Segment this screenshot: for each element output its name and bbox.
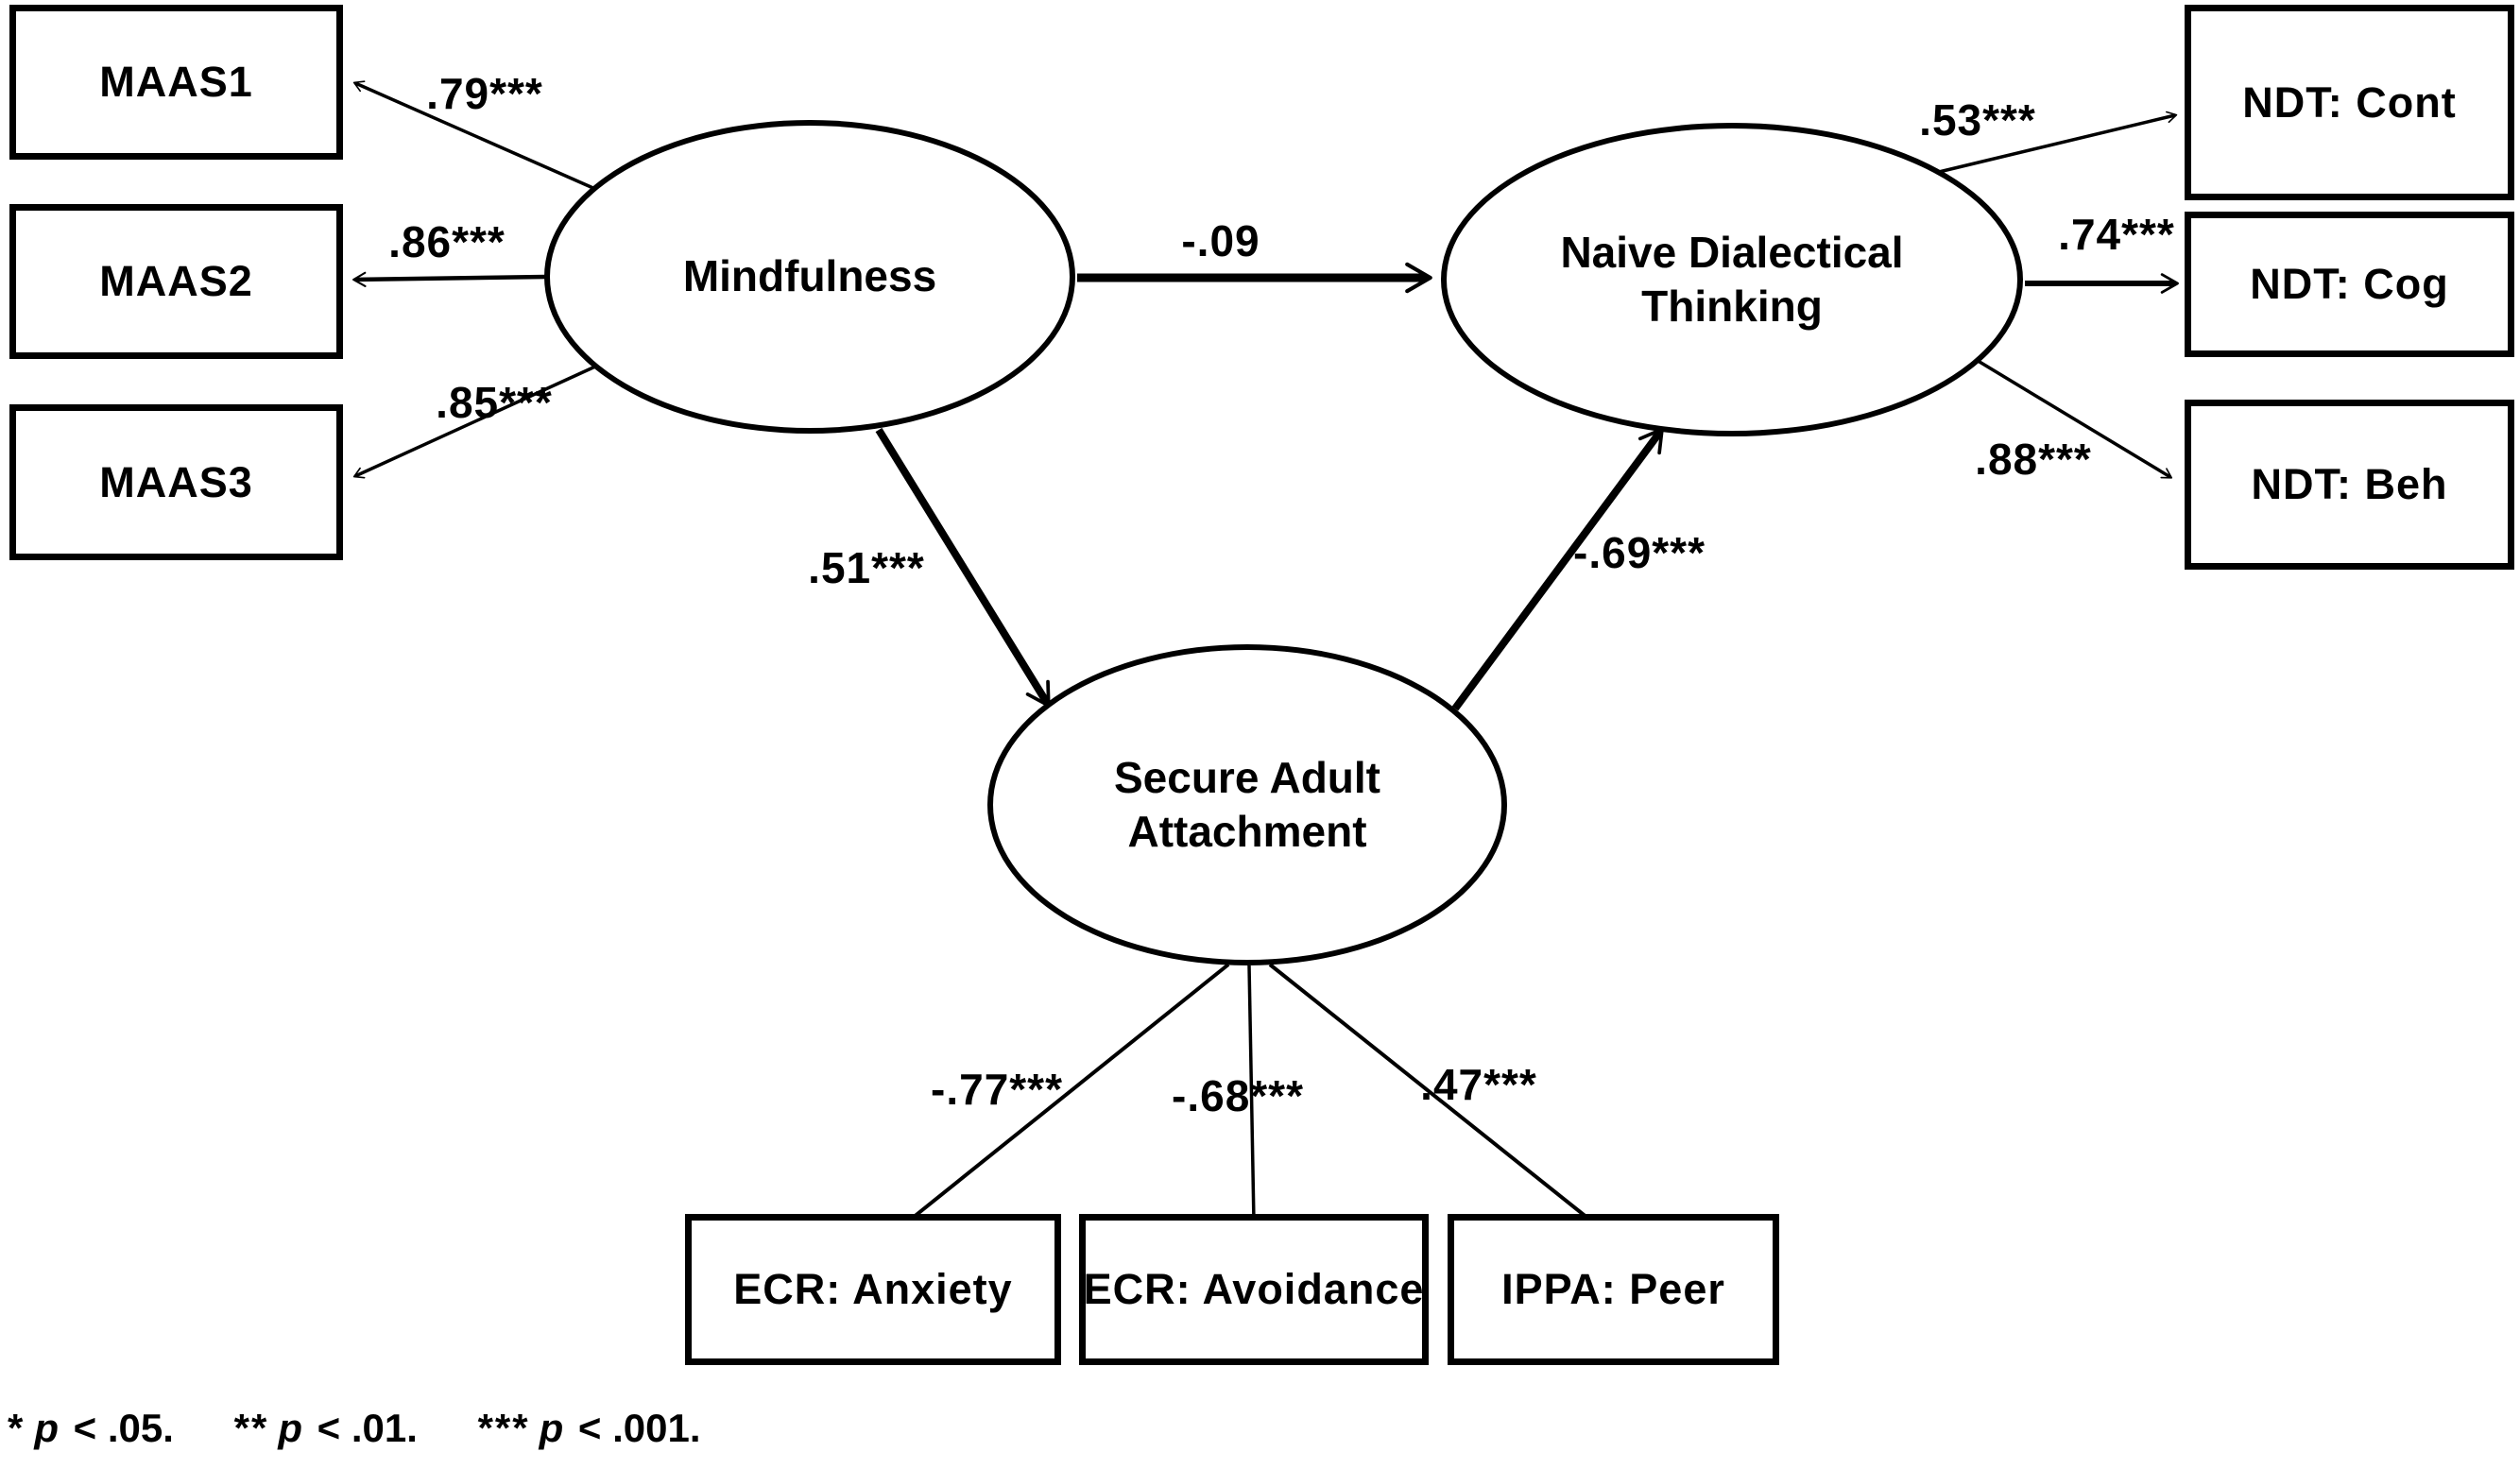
coef-label-ecr-avoidance: -.68*** [1172, 1071, 1304, 1120]
latent-label-line2: Thinking [1641, 282, 1823, 331]
latent-label-line1: Secure Adult [1113, 752, 1381, 802]
indicator-box-ndt-cont: NDT: Cont [2185, 5, 2514, 200]
indicator-label: IPPA: Peer [1501, 1265, 1725, 1313]
indicator-label: ECR: Avoidance [1083, 1265, 1425, 1313]
coef-label-mind-to-ndt: -.09 [1181, 216, 1260, 265]
latent-ellipse-secure-adult-attachment: Secure Adult Attachment [987, 644, 1507, 965]
path-saa-to-ippa-peer [1268, 963, 1600, 1227]
path-mindfulness-to-maas3 [352, 365, 596, 479]
coef-label-maas3: .85*** [436, 378, 553, 427]
path-mindfulness-to-saa [875, 427, 1051, 708]
latent-label: Mindfulness [682, 251, 937, 301]
path-ndt-to-beh [1974, 357, 2173, 479]
path-mindfulness-to-maas1 [352, 80, 596, 191]
latent-ellipse-mindfulness: Mindfulness [544, 120, 1075, 434]
coef-label-ndt-beh: .88*** [1975, 435, 2092, 484]
indicator-box-ndt-cog: NDT: Cog [2185, 212, 2514, 357]
significance-note-p01: **p < .01. [233, 1406, 418, 1450]
coef-label-maas1: .79*** [426, 69, 543, 118]
indicator-box-ecr-anxiety: ECR: Anxiety [685, 1214, 1061, 1365]
latent-ellipse-naive-dialectical-thinking: Naive Dialectical Thinking [1441, 123, 2023, 436]
indicator-label: MAAS1 [99, 58, 253, 106]
path-mindfulness-to-maas2 [352, 271, 547, 287]
path-saa-to-ndt [1451, 427, 1664, 711]
indicator-box-ecr-avoidance: ECR: Avoidance [1079, 1214, 1429, 1365]
indicator-box-ippa-peer: IPPA: Peer [1448, 1214, 1779, 1365]
indicator-label: ECR: Anxiety [733, 1265, 1013, 1313]
coef-label-ndt-cont: .53*** [1919, 95, 2036, 145]
indicator-label: NDT: Cog [2250, 260, 2449, 308]
coef-label-maas2: .86*** [388, 217, 506, 266]
coef-label-ecr-anxiety: -.77*** [931, 1065, 1063, 1114]
indicator-label: MAAS3 [99, 457, 253, 506]
indicator-label: MAAS2 [99, 257, 253, 305]
significance-note: *p < .05. **p < .01. ***p < .001. [8, 1406, 750, 1451]
significance-note-p05: *p < .05. [8, 1406, 174, 1450]
indicator-box-maas2: MAAS2 [9, 204, 343, 359]
significance-note-p001: ***p < .001. [477, 1406, 701, 1450]
indicator-label: NDT: Cont [2242, 77, 2457, 127]
indicator-label: NDT: Beh [2251, 460, 2448, 508]
path-saa-to-ecr-avoidance [1247, 965, 1260, 1225]
coef-label-ippa-peer: .47*** [1420, 1060, 1537, 1109]
indicator-box-maas1: MAAS1 [9, 5, 343, 160]
path-saa-to-ecr-anxiety [900, 963, 1230, 1227]
coef-label-ndt-cog: .74*** [2058, 210, 2175, 259]
latent-label-line1: Naive Dialectical [1560, 227, 1904, 277]
coef-label-mind-to-saa: .51*** [808, 543, 925, 592]
indicator-box-maas3: MAAS3 [9, 404, 343, 560]
indicator-box-ndt-beh: NDT: Beh [2185, 400, 2514, 570]
latent-label-line2: Attachment [1127, 807, 1367, 856]
path-ndt-to-cont [1938, 111, 2178, 174]
coef-label-saa-to-ndt: -.69*** [1573, 528, 1706, 577]
